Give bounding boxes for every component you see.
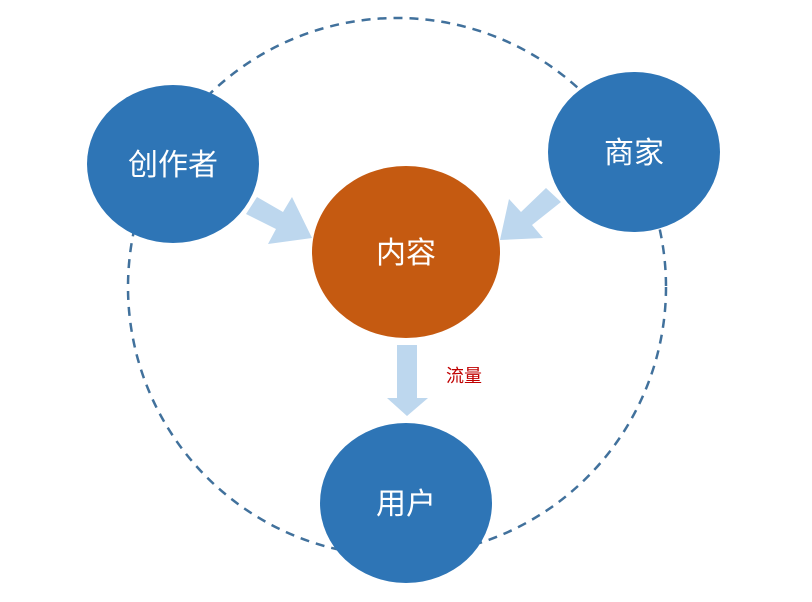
node-creator: 创作者	[87, 85, 259, 243]
node-content: 内容	[312, 166, 500, 338]
node-content-label: 内容	[376, 236, 436, 271]
node-creator-label: 创作者	[128, 148, 218, 183]
node-user-shape	[320, 423, 492, 583]
node-user: 用户	[320, 423, 492, 583]
arrow-content-to-user	[387, 345, 428, 416]
node-content-shape	[312, 166, 500, 338]
node-merchant: 商家	[548, 72, 720, 232]
edge-label-traffic: 流量	[446, 366, 482, 387]
node-creator-shape	[87, 85, 259, 243]
arrow-merchant-to-content	[500, 188, 561, 240]
node-merchant-label: 商家	[604, 136, 664, 171]
arrow-creator-to-content	[246, 197, 312, 244]
node-user-label: 用户	[376, 487, 436, 522]
node-merchant-shape	[548, 72, 720, 232]
